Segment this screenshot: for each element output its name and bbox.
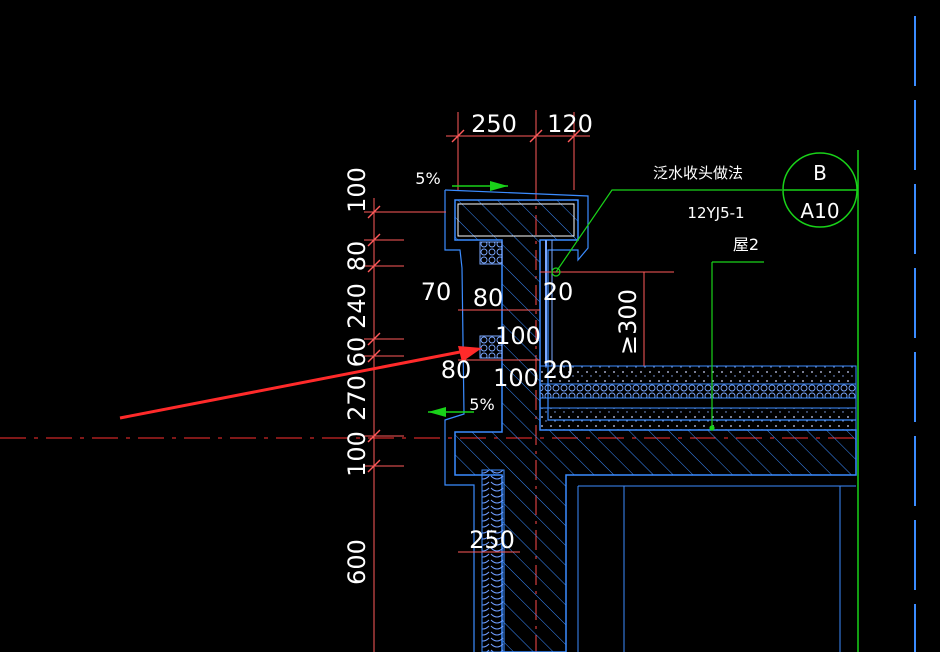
- dim-100-upper: 100: [495, 322, 541, 350]
- dimension-lines: [364, 112, 674, 652]
- slope-label-top: 5%: [415, 169, 440, 188]
- dim-70: 70: [421, 278, 452, 306]
- roof-layers: [539, 240, 857, 431]
- slope-label-bottom: 5%: [469, 395, 494, 414]
- interior-lines: [577, 485, 856, 652]
- dim-top-120: 120: [547, 110, 593, 138]
- dim-left-100-top: 100: [343, 167, 371, 213]
- dim-left-270: 270: [343, 375, 371, 421]
- annotation-arrow: [119, 346, 482, 420]
- dim-bottom-250: 250: [469, 526, 515, 554]
- wall-insulation: [481, 469, 505, 652]
- dim-left-240: 240: [343, 283, 371, 329]
- grid-bubble: B A10: [782, 152, 858, 228]
- arrowhead-icon: [458, 346, 482, 362]
- dim-20-upper: 20: [543, 278, 574, 306]
- dim-80-lower: 80: [441, 356, 472, 384]
- dim-top-250: 250: [471, 110, 517, 138]
- dim-left-600: 600: [343, 539, 371, 585]
- dim-20-lower: 20: [543, 356, 574, 384]
- grid-lines: [0, 16, 916, 652]
- leader-lines: [551, 189, 782, 431]
- dim-left-100-mid: 100: [343, 431, 371, 477]
- dim-80-upper: 80: [473, 284, 504, 312]
- grid-bubble-letter: B: [813, 161, 827, 185]
- dim-left-60: 60: [343, 337, 371, 368]
- roof-type-label: 屋2: [733, 235, 759, 254]
- note-flashing-title: 泛水收头做法: [653, 164, 743, 182]
- dim-min-300: ≥300: [614, 289, 642, 355]
- dim-100-lower: 100: [493, 364, 539, 392]
- slope-arrows: [428, 181, 508, 417]
- grid-bubble-sheet: A10: [800, 199, 839, 223]
- dim-left-80: 80: [343, 241, 371, 272]
- foam-infill: [479, 241, 503, 359]
- dimension-ticks: [367, 129, 581, 473]
- note-standard-ref: 12YJ5-1: [687, 204, 744, 222]
